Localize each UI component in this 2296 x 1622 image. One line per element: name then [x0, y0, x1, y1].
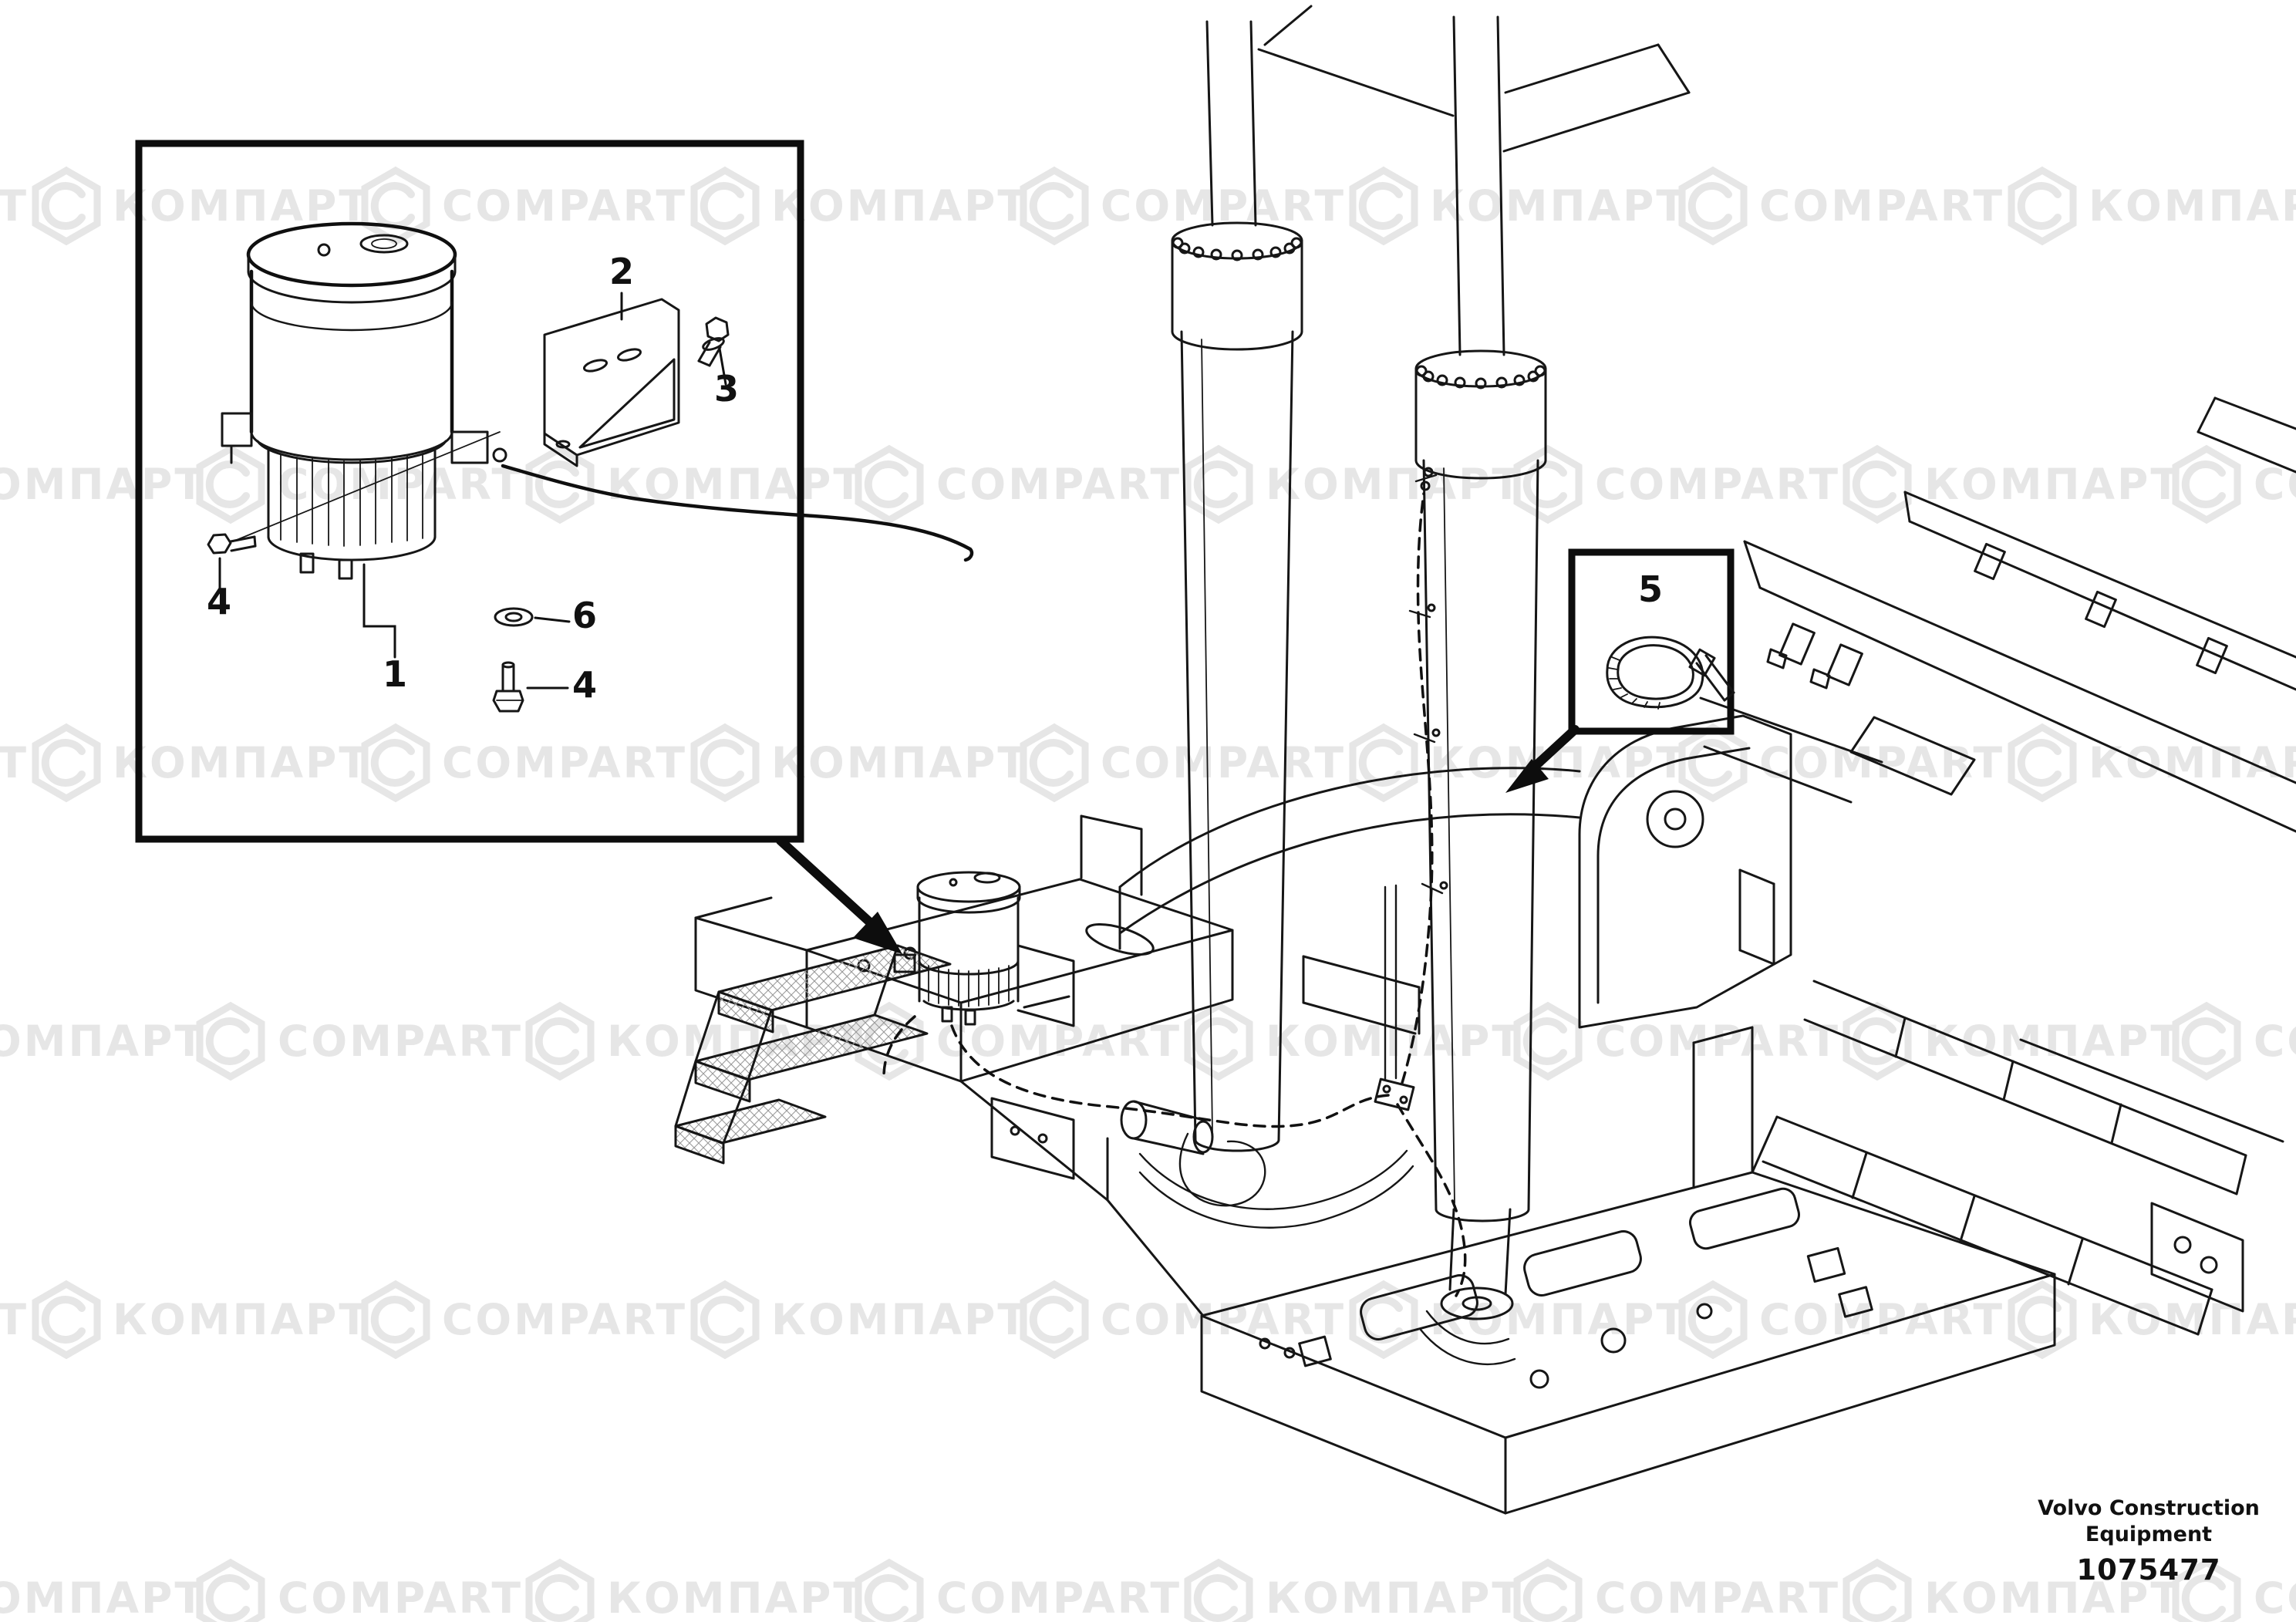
callout-5: 5 [1638, 568, 1663, 610]
nut-detail [697, 316, 730, 367]
leader-lines [218, 292, 727, 690]
footer-block: Volvo Construction Equipment 1075477 [2038, 1496, 2260, 1587]
callout-4a: 4 [207, 581, 231, 622]
callout-2: 2 [609, 251, 634, 292]
reservoir-ribs [280, 453, 423, 547]
cable-tie-inset: 5 [1505, 548, 1735, 793]
washer-detail [494, 607, 534, 627]
hydraulic-hoses [1120, 1100, 1516, 1365]
callout-6: 6 [572, 595, 597, 636]
callout-4b: 4 [572, 664, 597, 706]
pump-hose [501, 464, 974, 562]
mounting-bracket-detail [543, 298, 680, 467]
pump-detail-inset: 2 3 4 1 6 4 [135, 140, 974, 954]
grease-pump-detail [221, 221, 974, 580]
tie-serrations [1608, 656, 1660, 710]
footer-company-line1: Volvo Construction [2038, 1496, 2260, 1520]
pump-mount-deck [694, 814, 1234, 1083]
gland-bolt-ring [1415, 365, 1546, 389]
main-lower-deck [1200, 1026, 2056, 1515]
detail-inset-border [135, 140, 804, 843]
callout-3: 3 [714, 368, 739, 410]
right-frame-rails [1751, 980, 2284, 1336]
footer-company-line2: Equipment [2085, 1523, 2212, 1546]
right-hydraulic-cylinder [1414, 15, 1547, 1320]
machine-grease-pump [893, 871, 1075, 1027]
boom-foot-bracket [1578, 696, 1883, 1029]
swing-frame-plates [1118, 767, 1581, 1081]
cable-tie-arrow-shaft [1532, 725, 1580, 770]
cable-tie-inset-border [1568, 548, 1735, 735]
callout-1: 1 [383, 653, 407, 695]
cable-tie-arrow-head [1505, 759, 1549, 793]
reservoir-ribs [928, 965, 1010, 1007]
hose-clamps [1408, 603, 1448, 895]
gland-bolt-ring [1172, 237, 1303, 261]
inset-arrow-head [853, 912, 902, 954]
footer-drawing-number: 1075477 [2076, 1553, 2220, 1587]
inset-arrow-shaft [776, 836, 873, 926]
cable-tie-drawing [1606, 636, 1735, 710]
machine-frame-drawing [674, 5, 2296, 1515]
frame-front-edge [959, 1080, 1205, 1317]
left-hydraulic-cylinder [1171, 20, 1303, 1152]
screw-front-detail [207, 533, 257, 555]
grease-lines-dashed [882, 467, 1467, 1297]
top-right-walkway [1743, 491, 2296, 833]
access-steps [674, 944, 952, 1165]
boom-structure-lines [1257, 5, 2296, 474]
screw-bottom-detail [492, 661, 524, 713]
